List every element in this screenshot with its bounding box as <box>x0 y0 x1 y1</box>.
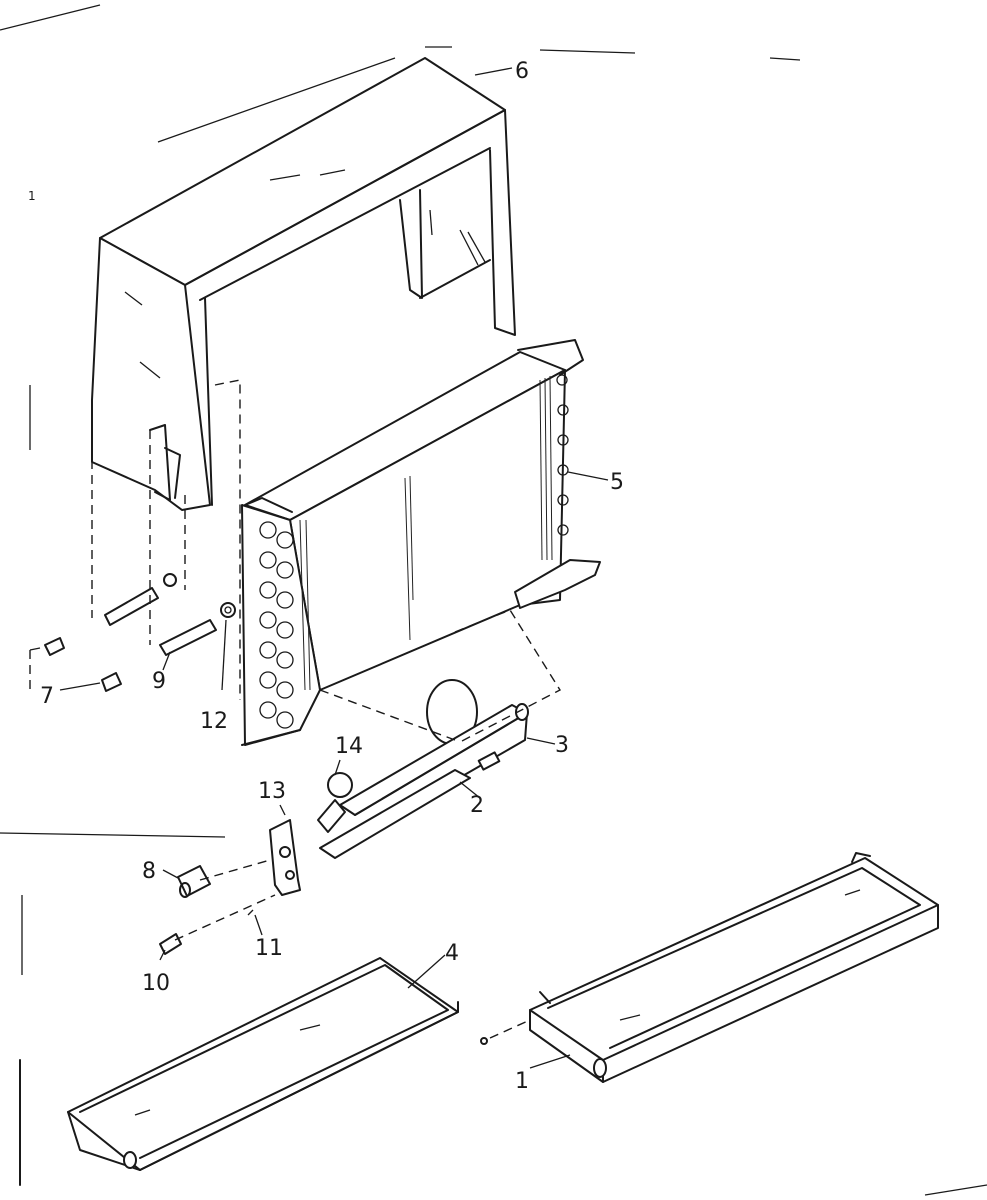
scan-artifacts <box>0 4 987 1196</box>
label-11: 11 <box>255 936 283 961</box>
label-1: 1 <box>515 1069 529 1094</box>
leader-lines <box>29 67 609 1069</box>
assembly-guide-lines <box>29 379 561 1039</box>
label-6: 6 <box>515 59 529 84</box>
label-8: 8 <box>142 859 156 884</box>
label-9: 9 <box>152 669 166 694</box>
margin-mark: 1 <box>28 189 36 203</box>
label-3: 3 <box>555 733 569 758</box>
label-5: 5 <box>610 470 624 495</box>
coil-tube-bends <box>259 374 569 729</box>
evaporator-coil-part-5 <box>241 339 601 746</box>
base-pan-part-1 <box>529 852 939 1083</box>
drain-assembly-part-3 <box>317 679 529 859</box>
label-13: 13 <box>258 779 286 804</box>
label-12: 12 <box>200 709 228 734</box>
bracket-part-13 <box>269 819 301 896</box>
callout-labels: 6 5 3 2 14 13 7 9 12 8 10 11 4 1 1 <box>28 59 624 1094</box>
label-14: 14 <box>335 734 363 759</box>
label-4: 4 <box>445 941 459 966</box>
drain-pan-part-4 <box>67 957 459 1171</box>
cabinet-shell-part-6 <box>91 57 516 511</box>
label-10: 10 <box>142 971 170 996</box>
label-7: 7 <box>40 684 54 709</box>
label-2: 2 <box>470 793 484 818</box>
